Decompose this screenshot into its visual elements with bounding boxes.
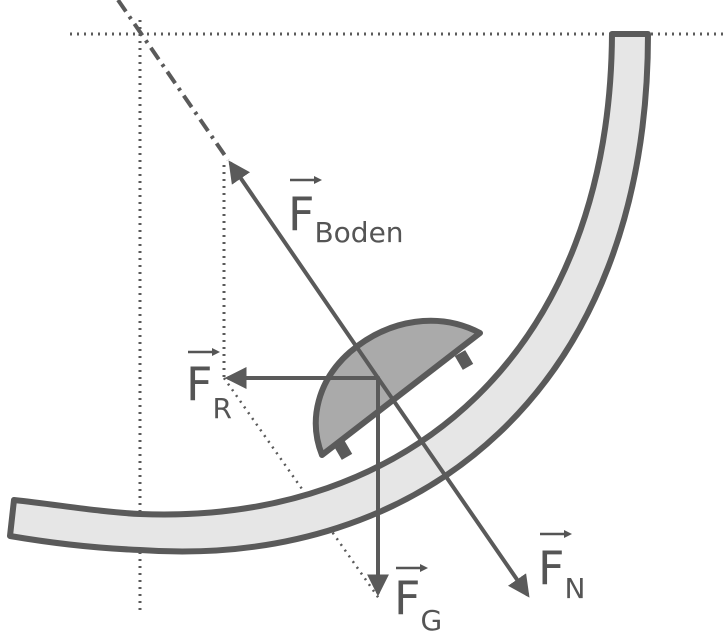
cart-wheel-upper <box>454 350 474 370</box>
gewicht-symbol: F <box>394 571 420 625</box>
svg-text:FBoden: FBoden <box>288 187 404 249</box>
cart <box>312 317 483 460</box>
cart-body <box>312 317 483 458</box>
normal-symbol: F <box>538 541 564 595</box>
reibung-subscript: R <box>212 392 231 425</box>
normal-subscript: N <box>564 572 585 605</box>
force-vectors <box>224 160 530 598</box>
force-arrow-boden <box>228 160 380 380</box>
vector-arrowhead-icon <box>564 530 572 538</box>
svg-text:FN: FN <box>538 541 585 605</box>
gewicht-subscript: G <box>420 604 442 637</box>
vector-arrowhead-icon <box>212 348 220 356</box>
label-f-g: FG <box>394 564 442 637</box>
reibung-symbol: F <box>186 357 212 411</box>
label-f-n: FN <box>538 530 585 605</box>
label-f-r: FR <box>186 348 232 425</box>
label-f-boden: FBoden <box>288 176 404 249</box>
boden-symbol: F <box>288 187 314 241</box>
force-arrow-normal <box>376 376 530 598</box>
reference-lines <box>70 20 724 615</box>
boden-subscript: Boden <box>314 216 403 249</box>
svg-text:FG: FG <box>394 571 442 637</box>
vector-arrowhead-icon <box>314 176 322 184</box>
vector-arrowhead-icon <box>420 564 428 572</box>
curved-track <box>7 31 651 555</box>
svg-text:FR: FR <box>186 357 232 425</box>
boden-direction-line <box>116 0 230 162</box>
